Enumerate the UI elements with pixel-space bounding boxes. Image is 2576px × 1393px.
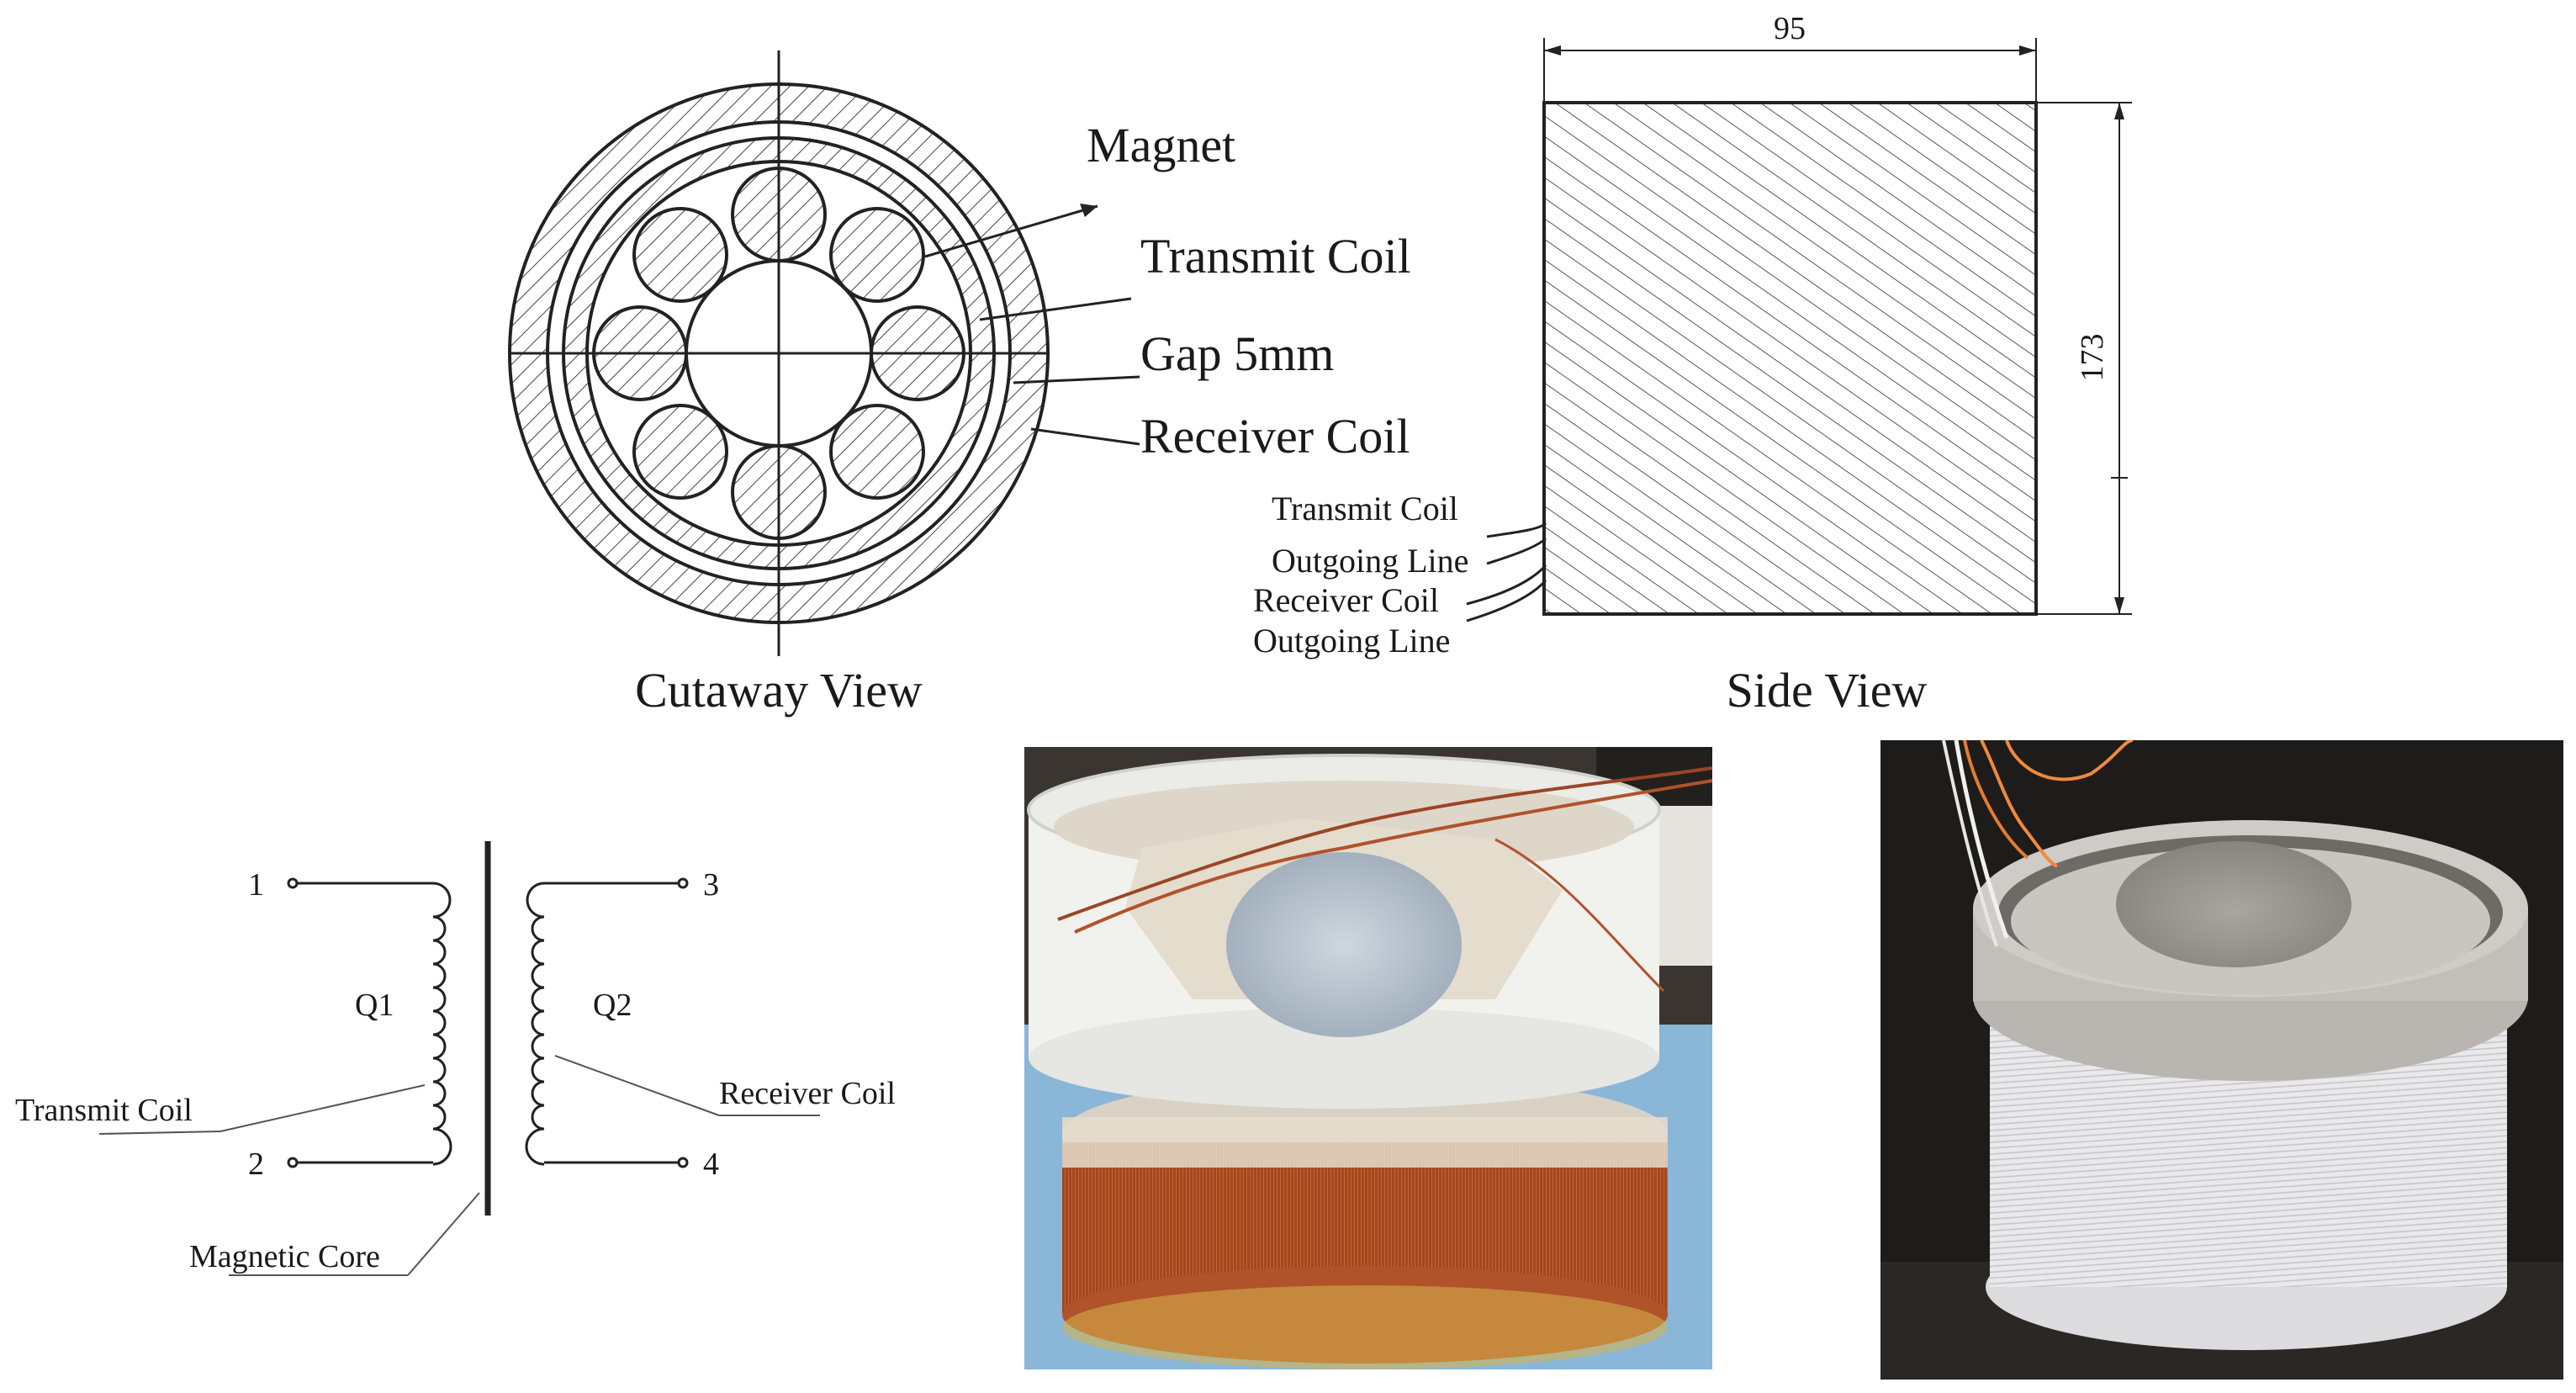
photo2-center-bore bbox=[2116, 841, 2351, 967]
transmit-coil-label: Transmit Coil bbox=[1140, 229, 1411, 283]
photo1-clear-ring bbox=[1062, 1117, 1668, 1168]
photo2-white-wire-2 bbox=[1942, 740, 1998, 947]
receiver-outgoing-wire-2 bbox=[1466, 580, 1547, 622]
photo1-wire-2 bbox=[1057, 766, 1712, 921]
width-arrow-right bbox=[2019, 45, 2036, 56]
cutaway-caption: Cutaway View bbox=[635, 663, 923, 718]
receiver-leader bbox=[1030, 427, 1140, 446]
core-leader bbox=[407, 1192, 480, 1276]
photo2-orange-wire bbox=[1980, 740, 2059, 868]
photo1-wire bbox=[1074, 779, 1712, 934]
side-outgoing-line-1: Outgoing Line bbox=[1272, 542, 1468, 580]
schematic-transmit-label: Transmit Coil bbox=[15, 1093, 193, 1128]
magnet-circle bbox=[632, 404, 728, 500]
magnet-circle bbox=[829, 207, 925, 303]
schematic-receiver-label: Receiver Coil bbox=[719, 1076, 896, 1111]
photo-copper-prototype bbox=[1024, 747, 1712, 1369]
photo2-orange-wire-2 bbox=[2005, 740, 2134, 781]
receiver-outgoing-wire bbox=[1466, 564, 1547, 606]
side-outgoing-line-2: Outgoing Line bbox=[1253, 622, 1450, 659]
height-arrow-bottom bbox=[2114, 597, 2124, 614]
receiver-leader bbox=[554, 1055, 720, 1116]
gap-leader bbox=[1013, 375, 1140, 384]
magnet-label: Magnet bbox=[1087, 118, 1235, 172]
magnet-arrowhead bbox=[1080, 204, 1098, 217]
primary-coil bbox=[432, 882, 452, 1166]
terminal-2 bbox=[287, 1157, 299, 1168]
transmit-leader bbox=[220, 1084, 426, 1132]
gap-label: Gap 5mm bbox=[1140, 326, 1334, 381]
terminal-4-label: 4 bbox=[703, 1147, 719, 1182]
magnet-circle bbox=[632, 207, 728, 303]
cutaway-view: Magnet Transmit Coil Gap 5mm Receiver Co… bbox=[508, 50, 1411, 718]
width-arrow-left bbox=[1544, 45, 1561, 56]
transmit-leader-base bbox=[98, 1131, 221, 1135]
photo1-pipe-bottom-edge bbox=[1029, 1008, 1659, 1109]
magnet-leader bbox=[924, 204, 1098, 258]
side-body bbox=[1542, 101, 2038, 616]
terminal-4 bbox=[677, 1157, 689, 1168]
transmit-outgoing-wire-2 bbox=[1486, 537, 1547, 565]
width-dimension: 95 bbox=[1774, 11, 1806, 46]
magnet-circle bbox=[829, 404, 925, 500]
terminal-3-label: 3 bbox=[703, 867, 719, 903]
side-transmit-coil-label: Transmit Coil bbox=[1272, 490, 1458, 527]
receiver-coil-label: Receiver Coil bbox=[1140, 409, 1410, 463]
photo1-center-bore bbox=[1226, 852, 1462, 1037]
photo2-white-wire bbox=[1954, 740, 2009, 939]
photo1-base-tape bbox=[1062, 1285, 1668, 1369]
side-caption: Side View bbox=[1727, 663, 1928, 718]
secondary-label: Q2 bbox=[593, 988, 632, 1023]
height-dimension: 173 bbox=[2075, 334, 2110, 382]
photo2-orange-wire-3 bbox=[1963, 740, 2029, 860]
side-view: 95 173 Transmit Coil Outgoing Line Recei… bbox=[1253, 11, 2132, 718]
photo1-wire-3 bbox=[1494, 838, 1665, 993]
transmit-leader bbox=[979, 297, 1132, 321]
photo-grey-prototype bbox=[1880, 740, 2563, 1380]
magnetic-core-label: Magnetic Core bbox=[189, 1239, 380, 1274]
terminal-1-label: 1 bbox=[248, 867, 264, 903]
secondary-coil bbox=[525, 882, 545, 1166]
side-receiver-coil-label: Receiver Coil bbox=[1253, 581, 1439, 619]
terminal-1 bbox=[287, 877, 299, 889]
terminal-2-label: 2 bbox=[248, 1147, 264, 1182]
height-arrow-top bbox=[2114, 103, 2124, 119]
transformer-schematic: 1 2 3 4 Q1 Q2 Transmit Coil Receiver Coi… bbox=[15, 841, 896, 1276]
transmit-outgoing-wire bbox=[1486, 522, 1547, 538]
primary-label: Q1 bbox=[355, 988, 394, 1023]
terminal-3 bbox=[677, 877, 689, 889]
